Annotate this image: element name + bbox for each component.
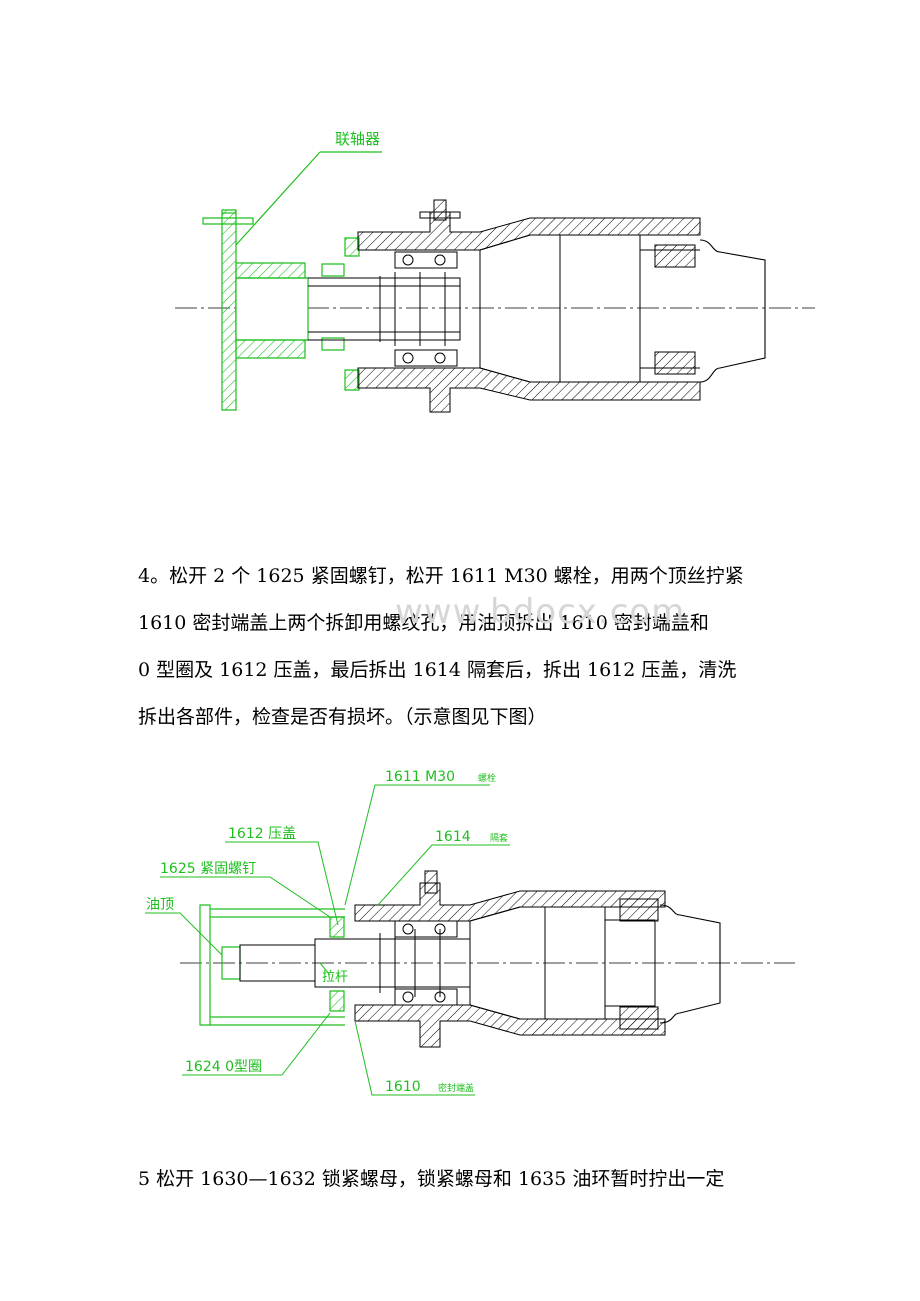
- label-1611: 1611 M30: [385, 769, 455, 785]
- roll-end: [700, 240, 765, 382]
- disassembly-drawing: 1611 M30 螺栓 1612 压盖 1614 隔套 1625 紧固螺钉 油顶…: [0, 769, 920, 1115]
- label-1624: 1624 0型圈: [185, 1059, 262, 1075]
- paragraph-line: 1610 密封端盖上两个拆卸用螺纹孔，用油顶拆出 1610 密封端盖和: [138, 612, 709, 634]
- watermark: www.bdocx.com: [395, 592, 686, 632]
- step-5-paragraph: 5 松开 1630—1632 锁紧螺母，锁紧螺母和 1635 油环暂时拧出一定: [138, 1156, 724, 1203]
- paragraph-line: 0 型圈及 1612 压盖，最后拆出 1614 隔套后，拆出 1612 压盖，清…: [138, 659, 737, 681]
- bearings: [395, 245, 695, 374]
- label-1611-desc: 螺栓: [478, 772, 496, 784]
- label-1610-desc: 密封端盖: [438, 1082, 474, 1094]
- step-4-paragraph: 4。松开 2 个 1625 紧固螺钉，松开 1611 M30 螺栓，用两个顶丝拧…: [138, 553, 744, 741]
- label-1614-desc: 隔套: [490, 832, 508, 844]
- label-1610: 1610: [385, 1079, 421, 1095]
- paragraph-line: 拆出各部件，检查是否有损坏。（示意图见下图）: [138, 706, 547, 728]
- coupling: [203, 152, 382, 410]
- label-1625: 1625 紧固螺钉: [160, 861, 256, 877]
- oil-jack-tool: [200, 905, 345, 1025]
- paragraph-line: 4。松开 2 个 1625 紧固螺钉，松开 1611 M30 螺栓，用两个顶丝拧…: [138, 565, 744, 587]
- roll-end: [660, 905, 720, 1023]
- label-oil-jack: 油顶: [146, 897, 174, 913]
- paragraph-line: 5 松开 1630—1632 锁紧螺母，锁紧螺母和 1635 油环暂时拧出一定: [138, 1168, 725, 1190]
- coupling-assembly-drawing: 联轴器: [0, 130, 920, 440]
- coupling-label: 联轴器: [335, 130, 380, 148]
- label-1612: 1612 压盖: [228, 826, 296, 842]
- bearing-housing: [355, 871, 665, 1047]
- label-pull-rod: 拉杆: [322, 970, 348, 985]
- label-1614: 1614: [435, 829, 471, 845]
- bearing-housing: [358, 200, 700, 412]
